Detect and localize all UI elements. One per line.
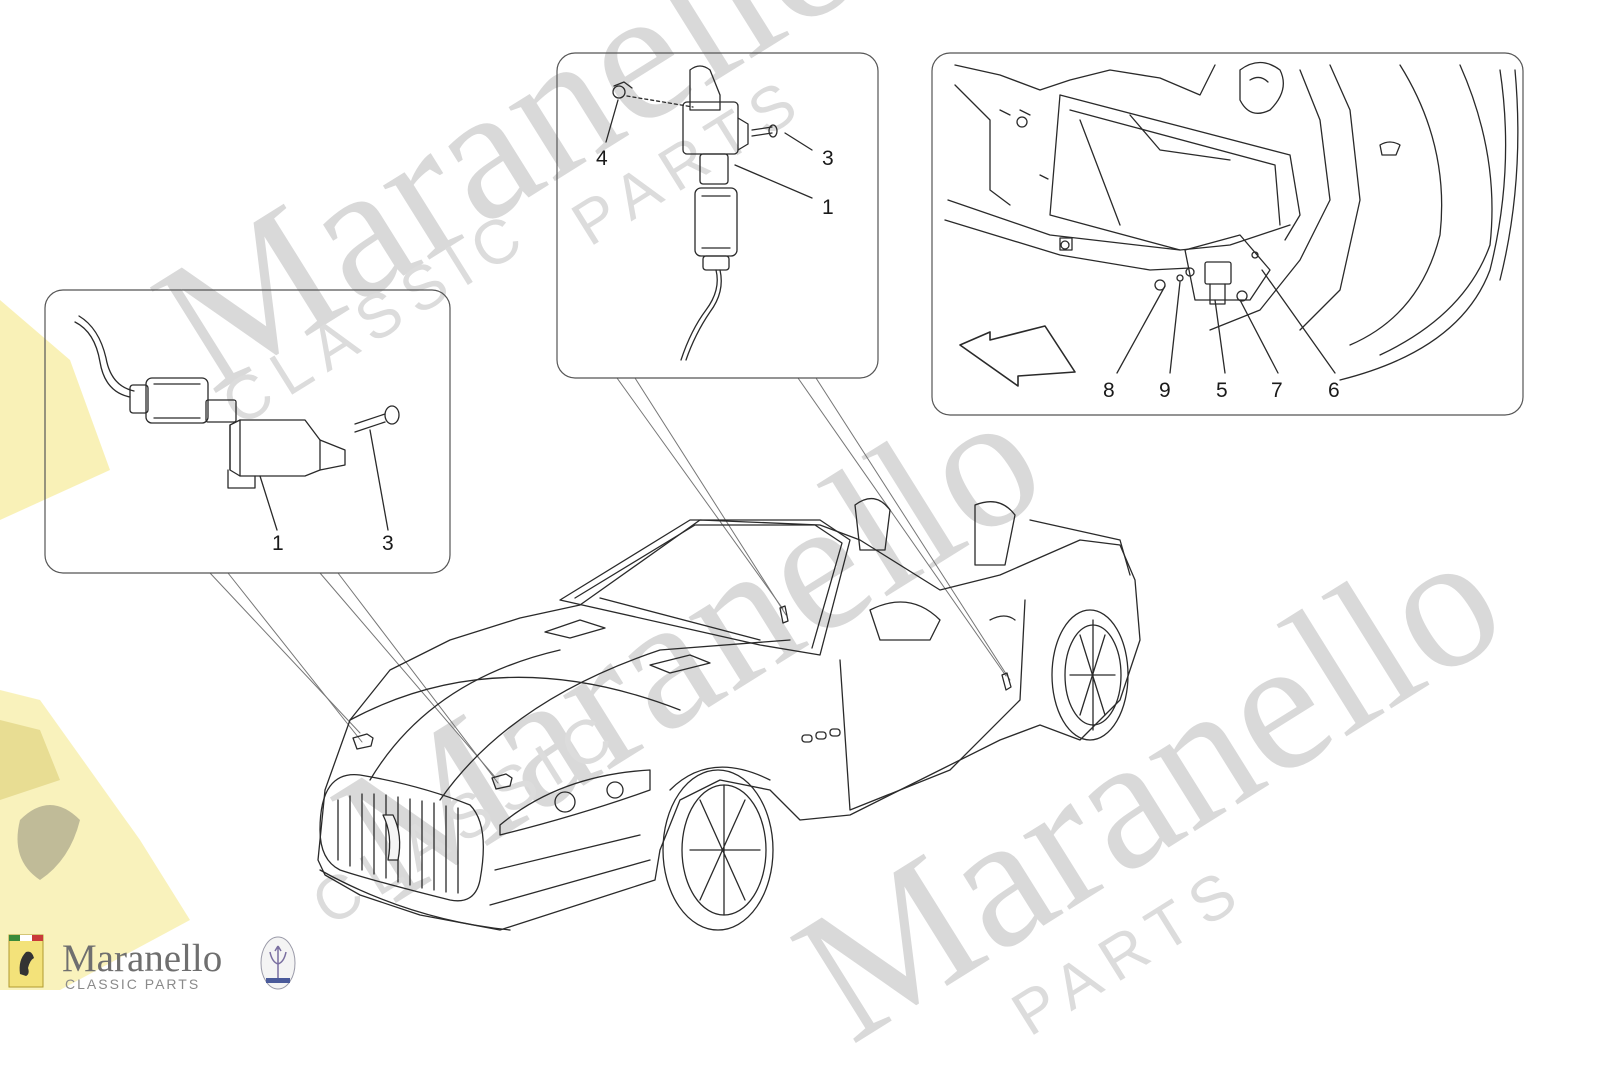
parts-diagram: Maranello Maranello Maranello CLASSIC PA… — [0, 0, 1536, 1081]
car-outline — [317, 498, 1141, 931]
detail-panel-middle — [556, 52, 879, 379]
detail-panel-right — [931, 52, 1524, 416]
callout-right-8: 8 — [1103, 379, 1115, 402]
callout-middle-1: 1 — [822, 196, 834, 219]
ferrari-badge-icon — [8, 934, 44, 988]
callout-middle-3: 3 — [822, 147, 834, 170]
callout-right-6: 6 — [1328, 379, 1340, 402]
brand-footer: Maranello CLASSIC PARTS — [8, 932, 308, 1002]
maserati-trident-icon — [260, 936, 296, 990]
right-panel-door-view — [944, 61, 1519, 387]
middle-panel-sensor — [605, 65, 813, 361]
callout-left-3: 3 — [382, 532, 394, 555]
brand-name: Maranello — [62, 937, 223, 980]
callout-right-5: 5 — [1216, 379, 1228, 402]
leader-lines — [209, 377, 1011, 784]
callout-right-9: 9 — [1159, 379, 1171, 402]
brand-subtitle: CLASSIC PARTS — [65, 976, 201, 992]
diagram-drawing — [44, 52, 1524, 931]
left-panel-sensor — [74, 315, 400, 531]
callout-right-7: 7 — [1271, 379, 1283, 402]
callout-left-1: 1 — [272, 532, 284, 555]
ferrari-shield-watermark — [0, 300, 190, 990]
detail-panel-left — [44, 289, 451, 574]
callout-middle-4: 4 — [596, 147, 608, 170]
